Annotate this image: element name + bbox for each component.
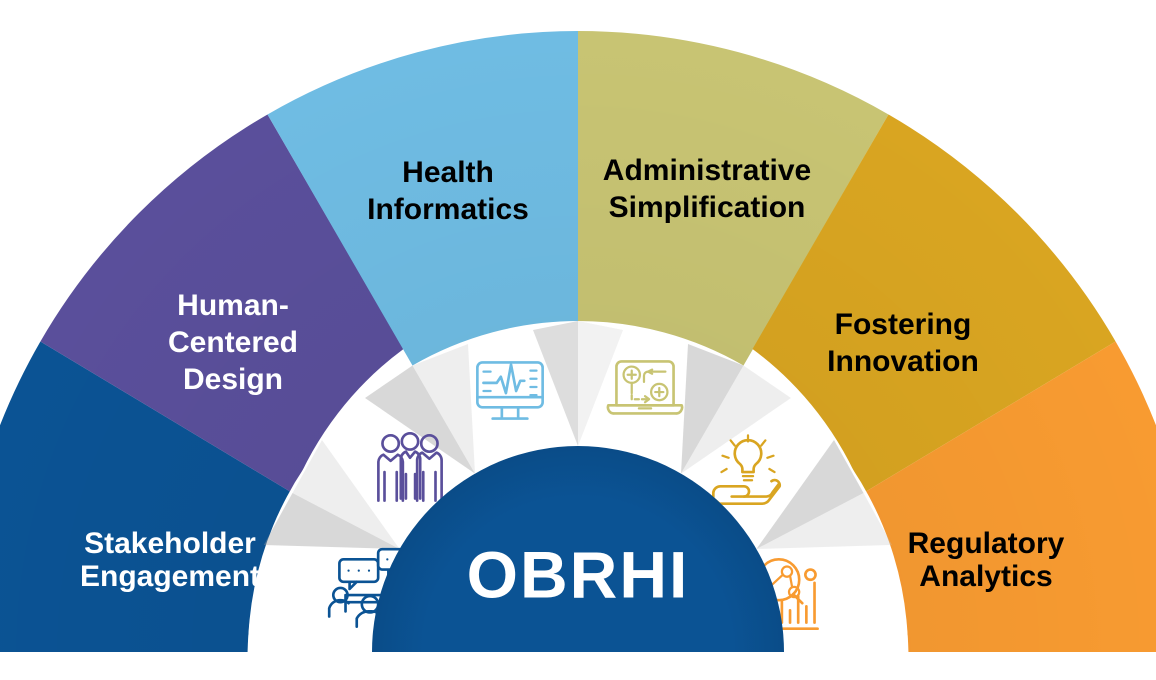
segment-shade-administrative-simplification bbox=[578, 31, 889, 366]
segment-shade-health-informatics bbox=[267, 31, 578, 366]
segment-shade-human-centered-design bbox=[40, 114, 404, 493]
ring-gap-shadow bbox=[292, 440, 400, 549]
ring-gap-shadow bbox=[681, 365, 791, 474]
monitor-ecg-icon[interactable] bbox=[476, 361, 544, 420]
center-hub-label: OBRHI bbox=[467, 537, 690, 611]
outer-segment-ring bbox=[0, 31, 1156, 652]
ring-gap-shadow bbox=[533, 321, 578, 446]
laptop-workflow-icon[interactable] bbox=[606, 360, 684, 415]
inner-ring-disc bbox=[248, 322, 908, 652]
center-hub[interactable]: OBRHI bbox=[372, 446, 784, 652]
hand-lightbulb-icon[interactable] bbox=[711, 434, 782, 505]
segment-stakeholder-engagement[interactable] bbox=[0, 341, 293, 652]
segment-fostering-innovation[interactable] bbox=[752, 114, 1116, 493]
segment-regulatory-analytics[interactable] bbox=[863, 341, 1156, 652]
segment-health-informatics[interactable] bbox=[267, 31, 579, 366]
ring-gap-shadow bbox=[365, 365, 475, 474]
segment-administrative-simplification[interactable] bbox=[578, 31, 889, 366]
segment-shade-regulatory-analytics bbox=[863, 341, 1156, 652]
segment-shade-stakeholder-engagement bbox=[0, 341, 293, 652]
segment-shade-fostering-innovation bbox=[752, 114, 1116, 493]
ring-gap-shadow bbox=[263, 493, 400, 549]
segment-human-centered-design[interactable] bbox=[40, 114, 404, 493]
center-hub-shape bbox=[372, 446, 784, 652]
ring-gap-shadow bbox=[412, 344, 475, 474]
ring-gap-shadow bbox=[578, 321, 623, 446]
ring-gap-shadow bbox=[756, 440, 864, 549]
ring-gap-shadow bbox=[756, 493, 892, 549]
inner-icon-ring bbox=[248, 321, 908, 652]
people-group-icon[interactable] bbox=[377, 431, 443, 502]
ring-gap-shadows bbox=[263, 321, 892, 549]
ring-gap-shadow bbox=[681, 344, 744, 474]
